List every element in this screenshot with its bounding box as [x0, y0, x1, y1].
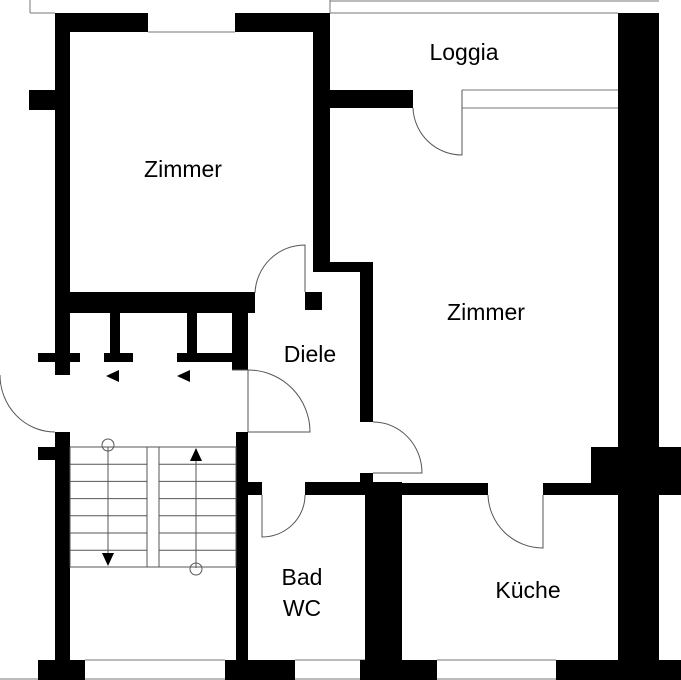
- label-zimmer-left: Zimmer: [144, 156, 222, 182]
- door-entrance: [0, 369, 311, 433]
- door-bad: [261, 494, 306, 538]
- label-bad: Bad: [282, 564, 323, 590]
- label-loggia: Loggia: [429, 39, 498, 65]
- door-zimmer-right: [372, 421, 423, 474]
- doors: [0, 90, 544, 549]
- label-diele: Diele: [284, 341, 336, 367]
- door-zimmer-left: [254, 244, 306, 294]
- label-wc: WC: [283, 595, 321, 621]
- label-kueche: Küche: [495, 577, 560, 603]
- door-kueche: [487, 494, 544, 549]
- arrow-left-icon: [106, 370, 119, 382]
- room-labels: Zimmer Loggia Zimmer Diele Bad WC Küche: [144, 39, 561, 621]
- door-loggia: [412, 90, 463, 156]
- arrow-left-icon: [177, 370, 190, 382]
- stairs: [69, 370, 237, 576]
- walls: [29, 13, 681, 680]
- label-zimmer-right: Zimmer: [447, 299, 525, 325]
